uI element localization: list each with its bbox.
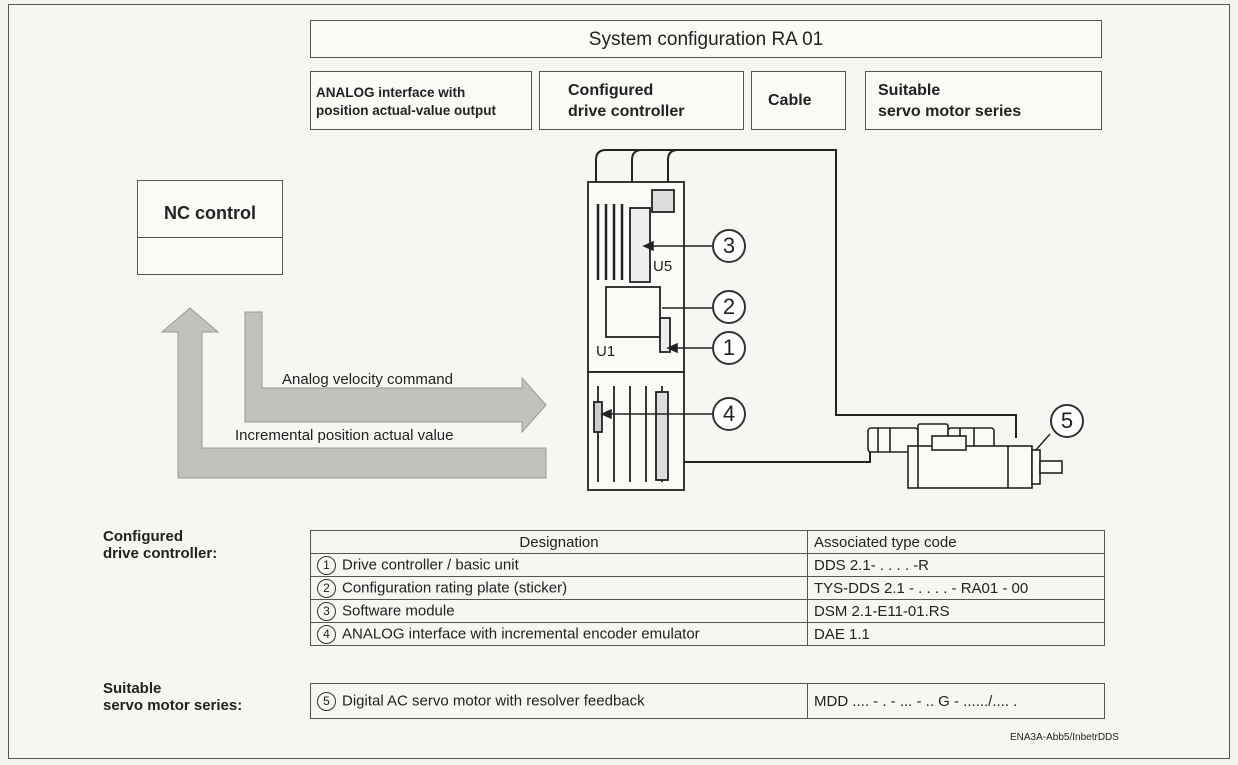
- header-type-code: Associated type code: [807, 530, 1105, 554]
- row-number: 1: [317, 555, 336, 575]
- header-analog-line2: position actual-value output: [316, 103, 497, 118]
- encoder-connector: [655, 391, 669, 481]
- cable-3: [667, 149, 679, 182]
- suitable-label-line1: Suitable: [103, 680, 162, 697]
- header-servo-line2: servo motor series: [878, 103, 1022, 120]
- table-row: 3 Software module DSM 2.1-E11-01.RS: [310, 599, 1105, 623]
- row-number: 4: [317, 624, 336, 644]
- type-code-cell: DSM 2.1-E11-01.RS: [807, 599, 1105, 623]
- configured-label-line2: drive controller:: [103, 545, 218, 562]
- table-header-row: Designation Associated type code: [310, 530, 1105, 554]
- drive-slots: [597, 386, 663, 482]
- header-servo-line1: Suitable: [878, 82, 941, 99]
- suitable-label-line2: servo motor series:: [103, 697, 243, 714]
- callout-5: 5: [1050, 404, 1084, 438]
- motor-table: 5 Digital AC servo motor with resolver fe…: [310, 683, 1105, 719]
- designation-text: Digital AC servo motor with resolver fee…: [342, 691, 645, 709]
- motor-terminal-box: [931, 435, 967, 451]
- designation-cell: 4 ANALOG interface with incremental encod…: [310, 622, 808, 646]
- table-row: 5 Digital AC servo motor with resolver fe…: [310, 683, 1105, 719]
- position-actual-arrow: [160, 307, 547, 479]
- row-number: 2: [317, 578, 336, 598]
- designation-text: ANALOG interface with incremental encode…: [342, 624, 700, 642]
- title-box: System configuration RA 01: [310, 20, 1102, 58]
- interface-connector: [593, 401, 603, 433]
- type-code-cell: MDD .... - . - ... - .. G - ....../.... …: [807, 683, 1105, 719]
- nc-control-divider: [138, 237, 282, 238]
- header-cable: Cable: [751, 71, 846, 130]
- designation-text: Drive controller / basic unit: [342, 555, 519, 573]
- header-cable-label: Cable: [768, 92, 812, 109]
- drive-fins: [596, 204, 624, 280]
- designation-text: Software module: [342, 601, 455, 619]
- footer-code: ENA3A-Abb5/InbetrDDS: [1010, 732, 1119, 743]
- configured-label-line1: Configured: [103, 528, 183, 545]
- servo-motor: [907, 435, 1063, 489]
- table-row: 1 Drive controller / basic unit DDS 2.1- …: [310, 553, 1105, 577]
- designation-cell: 3 Software module: [310, 599, 808, 623]
- motor-flange: [1031, 449, 1041, 485]
- configuration-table: Designation Associated type code 1 Drive …: [310, 530, 1105, 646]
- rating-plate: [605, 286, 661, 338]
- table-row: 4 ANALOG interface with incremental encod…: [310, 622, 1105, 646]
- callout-2: 2: [712, 290, 746, 324]
- type-code-cell: TYS-DDS 2.1 - . . . . - RA01 - 00: [807, 576, 1105, 600]
- header-analog-line1: ANALOG interface with: [316, 85, 466, 100]
- type-code-cell: DAE 1.1: [807, 622, 1105, 646]
- drive-controller-unit: [587, 181, 685, 491]
- velocity-command-label: Analog velocity command: [282, 371, 453, 388]
- feedback-cable: [670, 440, 871, 463]
- motor-body: [907, 445, 1033, 489]
- designation-text: Configuration rating plate (sticker): [342, 578, 568, 596]
- cable-1: [595, 149, 1017, 438]
- motor-shaft: [1039, 460, 1063, 474]
- header-designation: Designation: [310, 530, 808, 554]
- header-analog-interface: ANALOG interface with position actual-va…: [310, 71, 532, 130]
- header-drive-line1: Configured: [568, 82, 654, 99]
- header-servo-motor: Suitable servo motor series: [865, 71, 1102, 130]
- header-drive-controller: Configured drive controller: [539, 71, 744, 130]
- nc-control-box: NC control: [137, 180, 283, 275]
- connector-top: [651, 189, 675, 213]
- cable-2: [631, 149, 643, 182]
- signal-arrows: [160, 307, 547, 479]
- header-drive-line2: drive controller: [568, 103, 685, 120]
- row-number: 3: [317, 601, 336, 621]
- designation-cell: 5 Digital AC servo motor with resolver fe…: [310, 683, 808, 719]
- position-actual-label: Incremental position actual value: [235, 427, 454, 444]
- u5-label: U5: [653, 258, 673, 275]
- basic-unit-slot: [659, 317, 671, 353]
- designation-cell: 1 Drive controller / basic unit: [310, 553, 808, 577]
- callout-1: 1: [712, 331, 746, 365]
- nc-control-label: NC control: [164, 203, 256, 223]
- velocity-command-arrow: [244, 311, 547, 434]
- page-title: System configuration RA 01: [588, 29, 824, 50]
- u1-label: U1: [596, 343, 616, 360]
- callout-4: 4: [712, 397, 746, 431]
- row-number: 5: [317, 691, 336, 711]
- table-row: 2 Configuration rating plate (sticker) TY…: [310, 576, 1105, 600]
- type-code-cell: DDS 2.1- . . . . -R: [807, 553, 1105, 577]
- designation-cell: 2 Configuration rating plate (sticker): [310, 576, 808, 600]
- callout-3: 3: [712, 229, 746, 263]
